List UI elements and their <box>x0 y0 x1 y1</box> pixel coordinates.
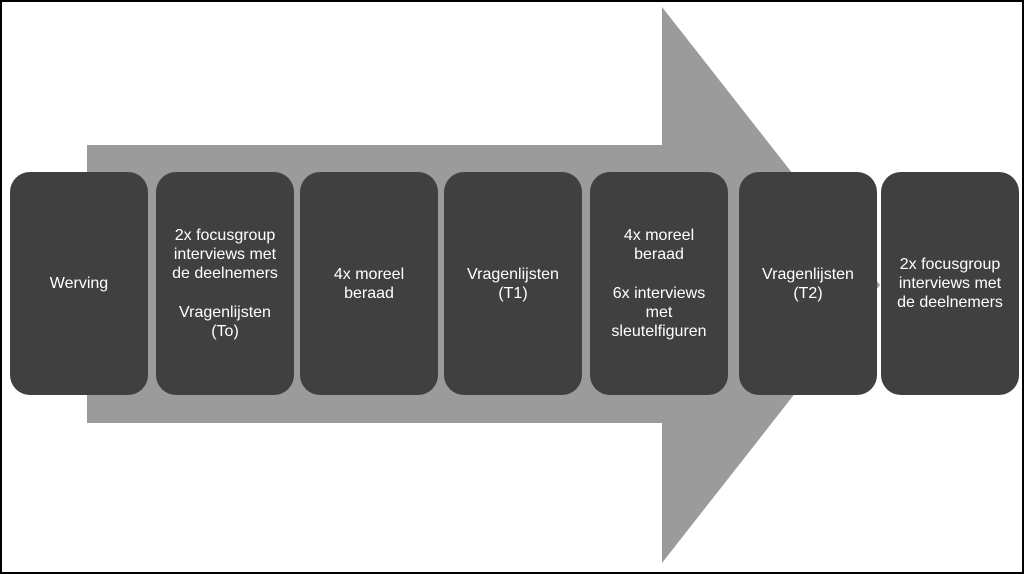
step-text: 4x moreel <box>333 265 405 283</box>
step-werving: Werving <box>10 172 148 395</box>
step-text: Werving <box>49 275 109 292</box>
step-text: beraad <box>634 246 684 263</box>
step-text: Vragenlijsten <box>179 304 271 321</box>
step-moreel-beraad-interviews: 4x moreel beraad 6x interviews met sleut… <box>590 172 728 395</box>
step-moreel-beraad-1: 4x moreel beraad <box>300 172 438 395</box>
step-text: sleutelfiguren <box>611 323 707 340</box>
step-text: 2x focusgroup <box>174 227 276 244</box>
step-text: (T2) <box>793 284 823 302</box>
step-text: (To) <box>211 323 239 340</box>
step-text: (T1) <box>498 284 528 302</box>
step-text: 4x moreel <box>623 227 695 244</box>
step-text: 6x interviews <box>612 285 706 302</box>
step-text: de deelnemers <box>172 265 278 282</box>
step-vragenlijsten-t2: Vragenlijsten (T2) <box>739 172 877 395</box>
step-focusgroup-final: 2x focusgroup interviews met de deelneme… <box>881 172 1019 395</box>
step-focusgroup-t0: 2x focusgroup interviews met de deelneme… <box>156 172 294 395</box>
step-vragenlijsten-t1: Vragenlijsten (T1) <box>444 172 582 395</box>
step-text: met <box>645 304 673 321</box>
step-text: interviews met <box>898 275 1002 292</box>
step-text: interviews met <box>173 246 277 263</box>
step-text: Vragenlijsten <box>762 265 854 283</box>
step-text: 2x focusgroup <box>899 256 1001 273</box>
step-text: de deelnemers <box>897 294 1003 311</box>
step-text: Vragenlijsten <box>467 265 559 283</box>
step-text: beraad <box>344 284 394 302</box>
